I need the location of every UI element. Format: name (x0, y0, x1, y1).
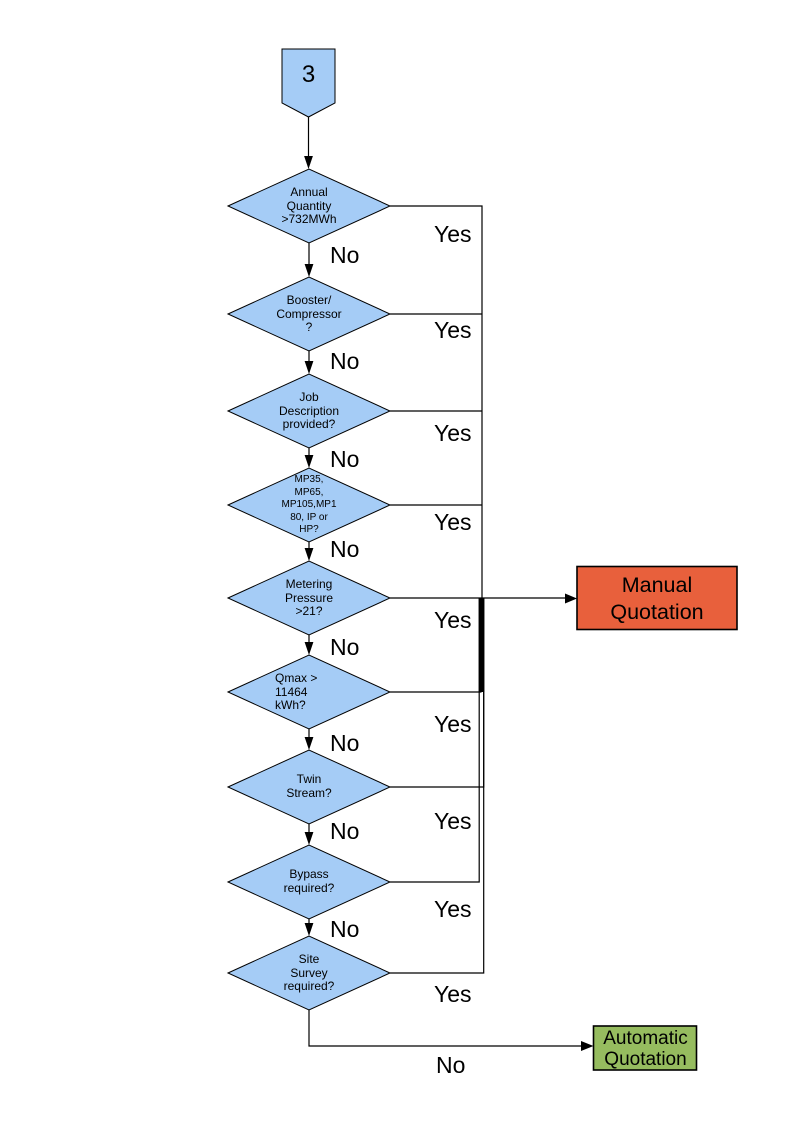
arrowhead-into-manual (565, 593, 577, 604)
connector-yes-d8 (390, 598, 480, 883)
arrowhead-into-d1 (304, 156, 313, 169)
no-label-d1: No (330, 242, 360, 268)
automatic-quotation-box (592, 1025, 698, 1071)
arrowhead-into-d2 (304, 264, 314, 277)
yes-label-d2: Yes (434, 317, 472, 343)
decision-label-job-description: Job Description provided? (278, 390, 340, 431)
decision-shape-site-survey (226, 935, 392, 1011)
arrowhead-into-d8 (304, 832, 314, 845)
decision-label-annual-quantity: Annual Quantity >732MWh (281, 185, 337, 226)
arrowhead-into-automatic (581, 1041, 594, 1051)
yes-label-d6: Yes (434, 711, 472, 737)
no-label-d9: No (436, 1052, 466, 1078)
decision-label-site-survey: Site Survey required? (283, 952, 335, 993)
no-label-d6: No (330, 730, 360, 756)
start-connector-label: 3 (301, 61, 316, 88)
yes-label-d7: Yes (434, 808, 472, 834)
automatic-quotation-label: Automatic Quotation (603, 1028, 688, 1070)
arrowhead-into-d7 (304, 737, 314, 750)
no-label-d3: No (330, 446, 360, 472)
decision-label-bypass: Bypass required? (283, 867, 335, 895)
arrowhead-into-d9 (304, 923, 314, 936)
connector-no-d9-to-automatic (308, 1010, 582, 1047)
decision-shape-metering-pressure (226, 560, 392, 636)
decision-label-booster-compressor: Booster/ Compressor ? (276, 293, 342, 334)
connector-yes-d9 (390, 598, 485, 974)
decision-shape-bypass (226, 844, 392, 920)
manual-quotation-box (576, 565, 738, 631)
arrowhead-into-d6 (304, 642, 314, 655)
off-page-connector-shape (281, 48, 336, 118)
yes-label-d1: Yes (434, 221, 472, 247)
connector-yes-d1-bus (390, 205, 483, 598)
decision-shape-job-description (226, 373, 392, 449)
decision-shape-qmax (226, 654, 392, 730)
arrowhead-into-d3 (304, 361, 314, 374)
decision-shape-pressure-tier (226, 467, 392, 543)
decision-label-metering-pressure: Metering Pressure >21? (284, 577, 334, 618)
manual-quotation-label: Manual Quotation (610, 573, 704, 624)
no-label-d8: No (330, 916, 360, 942)
decision-shape-annual-quantity (226, 168, 392, 244)
yes-label-d8: Yes (434, 896, 472, 922)
no-label-d7: No (330, 818, 360, 844)
decision-label-twin-stream: Twin Stream? (286, 772, 332, 800)
no-label-d4: No (330, 536, 360, 562)
yes-label-d3: Yes (434, 420, 472, 446)
no-label-d5: No (330, 634, 360, 660)
arrowheads (304, 156, 594, 1051)
decision-shape-booster-compressor (226, 276, 392, 352)
connector-lines (307, 117, 582, 1047)
arrowhead-into-d5 (304, 548, 314, 561)
yes-bus-thick-segment (478, 598, 485, 692)
arrowhead-into-d4 (304, 455, 314, 468)
decision-label-qmax: Qmax > 11464 kWh? (275, 671, 318, 712)
decision-label-pressure-tier: MP35, MP65, MP105,MP1 80, IP or HP? (281, 474, 337, 535)
yes-label-d9: Yes (434, 981, 472, 1007)
yes-label-d5: Yes (434, 607, 472, 633)
decision-shape-twin-stream (226, 749, 392, 825)
yes-label-d4: Yes (434, 509, 472, 535)
no-label-d2: No (330, 348, 360, 374)
